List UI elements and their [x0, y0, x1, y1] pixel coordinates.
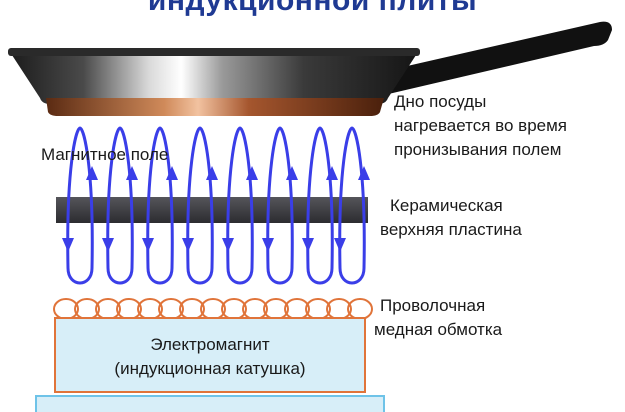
- field-loop: [226, 126, 254, 285]
- label-winding-1: Проволочная: [380, 296, 486, 315]
- pan-handle: [372, 21, 612, 97]
- field-arrow-down: [142, 238, 154, 252]
- field-arrow-up: [126, 166, 138, 180]
- field-arrow-up: [286, 166, 298, 180]
- pan-body: [10, 52, 418, 104]
- label-ceramic-2: верхняя пластина: [380, 220, 522, 239]
- field-arrow-down: [222, 238, 234, 252]
- label-electromagnet: Электромагнит (индукционная катушка): [55, 333, 365, 381]
- field-arrow-up: [206, 166, 218, 180]
- field-loop: [66, 126, 94, 285]
- magnetic-field-loops: [62, 126, 370, 285]
- label-ceramic-1: Керамическая: [390, 196, 503, 215]
- field-loop: [186, 126, 214, 285]
- field-loop: [146, 126, 174, 285]
- electromagnet-box: [54, 317, 366, 393]
- field-arrow-up: [86, 166, 98, 180]
- pan-rim: [8, 48, 420, 56]
- label-electromagnet-1: Электромагнит: [150, 335, 270, 354]
- field-arrow-up: [326, 166, 338, 180]
- frying-pan: [8, 21, 612, 116]
- label-pan-bottom-3: пронизывания полем: [394, 140, 562, 159]
- label-pan-bottom-2: нагревается во время: [394, 116, 568, 135]
- field-loop: [306, 126, 334, 285]
- field-arrow-up: [166, 166, 178, 180]
- label-electromagnet-2: (индукционная катушка): [114, 359, 306, 378]
- label-pan-bottom-1: Дно посуды: [394, 92, 487, 111]
- field-arrow-down: [334, 238, 346, 252]
- label-winding-2: медная обмотка: [374, 320, 503, 339]
- field-arrow-up: [358, 166, 370, 180]
- diagram-title: индукционной плиты: [147, 0, 478, 17]
- field-arrow-down: [102, 238, 114, 252]
- base-box: [35, 395, 385, 412]
- field-arrow-down: [262, 238, 274, 252]
- copper-winding: [53, 298, 373, 320]
- field-arrow-up: [246, 166, 258, 180]
- field-arrow-down: [302, 238, 314, 252]
- field-loop: [266, 126, 294, 285]
- field-loop: [106, 126, 134, 285]
- field-arrow-down: [62, 238, 74, 252]
- pan-copper-base: [46, 98, 384, 116]
- label-magnetic-field: Магнитное поле: [41, 145, 169, 164]
- field-loop: [338, 126, 366, 285]
- field-arrow-down: [182, 238, 194, 252]
